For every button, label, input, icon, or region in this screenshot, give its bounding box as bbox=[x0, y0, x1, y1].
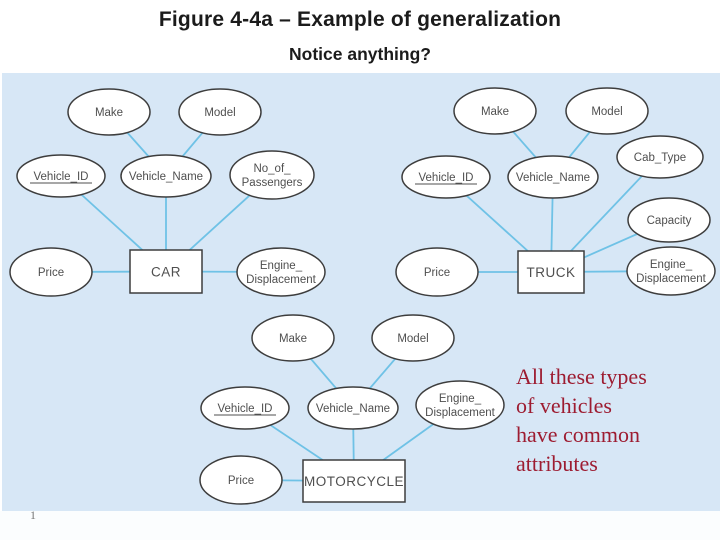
annotation-line: All these types bbox=[516, 364, 647, 389]
attribute-truck-make: Make bbox=[453, 87, 537, 135]
attribute-label: Price bbox=[424, 267, 450, 279]
attribute-label: Cab_Type bbox=[634, 152, 686, 164]
attribute-car-engine-displacement: Engine_ Displacement bbox=[236, 247, 326, 297]
attribute-label: No_of_ bbox=[253, 163, 291, 175]
attribute-motorcycle-make: Make bbox=[251, 314, 335, 362]
attribute-truck-engine-displacement: Engine_ Displacement bbox=[626, 246, 716, 296]
attribute-label: Displacement bbox=[246, 274, 316, 286]
attribute-label: Vehicle_ID bbox=[34, 171, 89, 183]
annotation-line: attributes bbox=[516, 451, 598, 476]
attribute-truck-vehicle-name: Vehicle_Name bbox=[507, 155, 599, 199]
bottom-strip bbox=[0, 511, 720, 540]
attribute-truck-price: Price bbox=[395, 247, 479, 297]
attribute-car-no-of-passengers: No_of_ Passengers bbox=[229, 150, 315, 200]
attribute-label: Price bbox=[38, 267, 64, 279]
attribute-motorcycle-vehicle-name: Vehicle_Name bbox=[307, 386, 399, 430]
slide-title: Figure 4-4a – Example of generalization bbox=[158, 8, 562, 31]
entity-motorcycle: MOTORCYCLE bbox=[302, 459, 406, 503]
attribute-label: Displacement bbox=[425, 407, 495, 419]
attribute-label: Vehicle_Name bbox=[316, 403, 390, 415]
attribute-car-model: Model bbox=[178, 88, 262, 136]
attribute-motorcycle-vehicle-id: Vehicle_ID bbox=[200, 386, 290, 430]
annotation-line: of vehicles bbox=[516, 393, 612, 418]
title-block: Figure 4-4a – Example of generalization … bbox=[0, 0, 720, 65]
attribute-label: Make bbox=[481, 106, 509, 118]
entity-truck: TRUCK bbox=[517, 250, 585, 294]
entity-label: MOTORCYCLE bbox=[304, 474, 404, 489]
attribute-truck-vehicle-id: Vehicle_ID bbox=[401, 155, 491, 199]
attribute-label: Vehicle_ID bbox=[218, 403, 273, 415]
attribute-truck-cab-type: Cab_Type bbox=[616, 135, 704, 179]
attribute-label: Vehicle_Name bbox=[129, 171, 203, 183]
attribute-label: Model bbox=[591, 106, 622, 118]
entity-car: CAR bbox=[129, 249, 203, 294]
page-number: 1 bbox=[30, 508, 36, 522]
attribute-truck-capacity: Capacity bbox=[627, 197, 711, 243]
entity-label: TRUCK bbox=[527, 265, 576, 280]
attribute-car-price: Price bbox=[9, 247, 93, 297]
attribute-label: Engine_ bbox=[260, 260, 303, 272]
entity-label: CAR bbox=[151, 265, 181, 280]
attribute-label: Vehicle_Name bbox=[516, 172, 590, 184]
attribute-car-make: Make bbox=[67, 88, 151, 136]
attribute-motorcycle-engine-displacement: Engine_ Displacement bbox=[415, 380, 505, 430]
attribute-truck-model: Model bbox=[565, 87, 649, 135]
attribute-car-vehicle-name: Vehicle_Name bbox=[120, 154, 212, 198]
attribute-label: Capacity bbox=[647, 215, 692, 227]
attribute-label: Vehicle_ID bbox=[419, 172, 474, 184]
annotation-text: All these types of vehicles have common … bbox=[516, 362, 686, 478]
attribute-motorcycle-model: Model bbox=[371, 314, 455, 362]
attribute-label: Price bbox=[228, 475, 254, 487]
attribute-car-vehicle-id: Vehicle_ID bbox=[16, 154, 106, 198]
attribute-label: Make bbox=[279, 333, 307, 345]
attribute-label: Displacement bbox=[636, 273, 706, 285]
attribute-label: Make bbox=[95, 107, 123, 119]
attribute-label: Model bbox=[397, 333, 428, 345]
attribute-motorcycle-price: Price bbox=[199, 455, 283, 505]
attribute-label: Engine_ bbox=[650, 259, 693, 271]
annotation-line: have common bbox=[516, 422, 641, 447]
attribute-label: Passengers bbox=[242, 177, 303, 189]
attribute-label: Model bbox=[204, 107, 235, 119]
slide-subtitle: Notice anything? bbox=[289, 44, 431, 64]
attribute-label: Engine_ bbox=[439, 393, 482, 405]
